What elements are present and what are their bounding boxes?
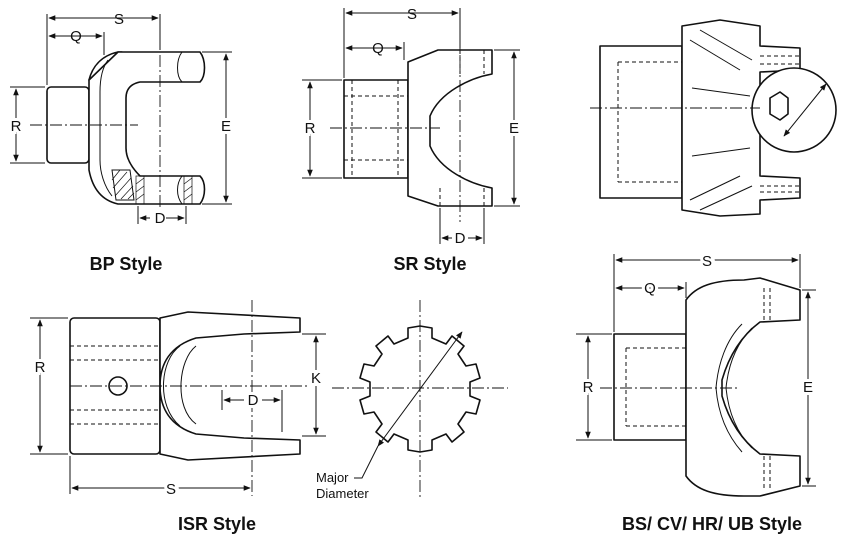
bp-inner-line	[99, 59, 113, 197]
sr-d-label: D	[455, 230, 466, 247]
major-diameter-arrow	[377, 331, 463, 447]
isr-s-label: S	[166, 481, 176, 498]
tr-body	[681, 19, 801, 217]
bp-e-label: E	[221, 118, 231, 135]
bp-style-figure: S Q R E D	[8, 11, 234, 227]
isr-r-label: R	[35, 359, 46, 376]
sr-style-caption: SR Style	[393, 254, 466, 274]
major-diameter-label-line1: Major	[316, 470, 349, 485]
bs-hub	[613, 333, 687, 441]
tr-hub	[599, 45, 683, 199]
sr-q-label: Q	[372, 40, 384, 57]
bs-r-label: R	[583, 379, 594, 396]
bs-style-caption: BS/ CV/ HR/ UB Style	[622, 514, 802, 534]
tr-detail-circle	[751, 67, 837, 153]
bp-ear-upper-line	[177, 51, 183, 83]
bp-style-caption: BP Style	[90, 254, 163, 274]
top-right-yoke-figure	[590, 19, 837, 217]
isr-style-figure: R K D S	[30, 300, 326, 501]
bp-s-label: S	[114, 11, 124, 28]
bs-s-label: S	[702, 253, 712, 270]
bp-ear-lower-line	[177, 175, 183, 205]
bp-r-label: R	[11, 118, 22, 135]
bp-body	[88, 51, 206, 205]
bp-q-label: Q	[70, 28, 82, 45]
sr-s-label: S	[407, 6, 417, 23]
bs-e-label: E	[803, 379, 813, 396]
bp-hatched-section	[111, 169, 193, 205]
isr-k-label: K	[311, 370, 321, 387]
isr-style-caption: ISR Style	[178, 514, 256, 534]
bp-d-label: D	[155, 210, 166, 227]
bs-style-figure: S Q R E	[576, 250, 816, 497]
bs-body	[685, 277, 801, 497]
sr-body	[407, 49, 493, 207]
major-diameter-label-line2: Diameter	[316, 486, 369, 501]
isr-d-label: D	[248, 392, 259, 409]
bs-q-label: Q	[644, 280, 656, 297]
sr-r-label: R	[305, 120, 316, 137]
sr-style-figure: S Q R E D	[302, 6, 522, 247]
spline-figure: Major Diameter	[316, 300, 508, 501]
sr-e-label: E	[509, 120, 519, 137]
